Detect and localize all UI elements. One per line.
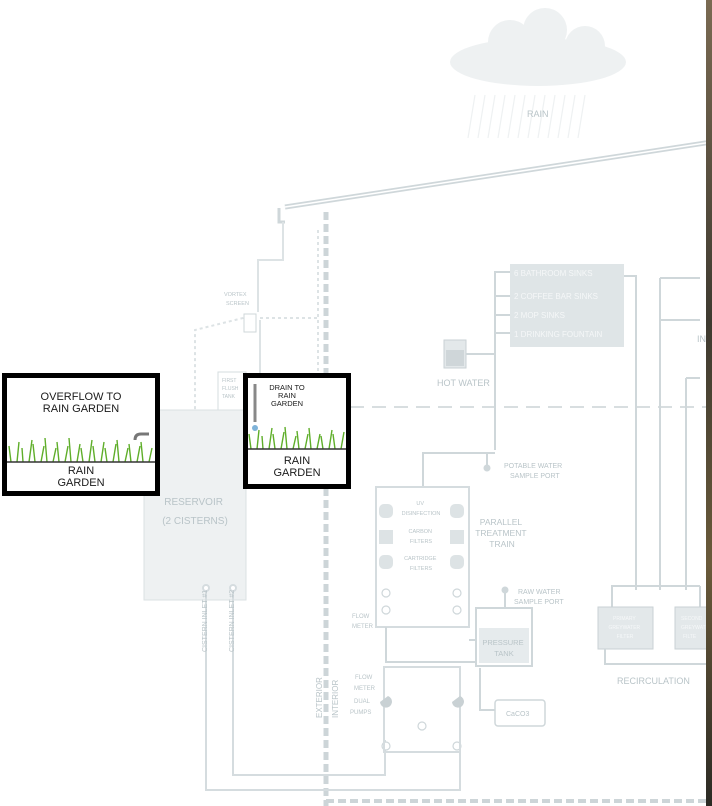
- fixture-pipes: [466, 271, 701, 612]
- parallel-train-label: PARALLEL TREATMENT TRAIN: [475, 517, 529, 549]
- drain-caption: RAIN GARDEN: [248, 455, 346, 479]
- pressure-tank-label: PRESSURE TANK: [482, 638, 525, 658]
- carbon-filters-label: CARBON FILTERS: [408, 529, 433, 545]
- cloud-icon: [450, 8, 626, 86]
- reservoir-label: RESERVOIR (2 CISTERNS): [162, 497, 228, 527]
- recirculation-label: RECIRCULATION: [617, 676, 690, 686]
- drain-callout: DRAIN TO RAIN GARDEN RAIN GARDEN: [243, 373, 351, 489]
- raw-port-pipes: [385, 586, 509, 711]
- uv-disinfection-label: UV DISINFECTION: [402, 501, 441, 517]
- dual-pumps-label: FLOW METER DUAL PUMPS: [350, 675, 377, 716]
- photo-edge: [706, 0, 712, 806]
- drain-caption-line2: GARDEN: [273, 466, 321, 479]
- raw-port-label: RAW WATER SAMPLE PORT: [514, 589, 564, 606]
- roof: [277, 139, 712, 224]
- cartridge-filters-label: CARTRIDGE FILTERS: [404, 556, 438, 572]
- valve-icons: [381, 588, 462, 751]
- rain-label: RAIN: [527, 109, 549, 119]
- caco3-label: CaCO3: [506, 711, 529, 718]
- overflow-caption-line2: GARDEN: [57, 476, 105, 489]
- rain-streaks: [467, 94, 586, 139]
- drain-title-line3: GARDEN: [270, 398, 304, 408]
- flow-meter-label: FLOW METER: [352, 614, 374, 630]
- cistern-inlet-2-label: CISTERN INLET #2: [229, 590, 236, 652]
- caco3-box: [494, 699, 546, 727]
- vortex-screen-label: VORTEX SCREEN: [224, 292, 249, 307]
- cistern-inlet-pipes: [202, 584, 461, 791]
- secondary-greywater-filter: [674, 606, 712, 650]
- primary-filter-label: PRIMARY GREYWATER FILTER: [608, 616, 641, 640]
- partial-label: IN: [697, 334, 706, 344]
- first-flush-label: FIRST FLUSH TANK: [222, 378, 240, 400]
- grass-icon: [248, 426, 346, 450]
- exterior-label: EXTERIOR: [315, 677, 324, 718]
- drain-title-line1: DRAIN TO: [269, 383, 305, 392]
- pressure-tank-fill: [479, 628, 529, 663]
- cistern-inlet-1-label: CISTERN INLET #1: [202, 590, 209, 652]
- drain-title: DRAIN TO RAIN GARDEN: [258, 384, 316, 408]
- interior-label: INTERIOR: [331, 680, 340, 718]
- drain-caption-line1: RAIN: [283, 455, 311, 467]
- overflow-title-line1: OVERFLOW TO: [40, 391, 122, 403]
- vortex-screen: [243, 313, 257, 333]
- grass-icon: [7, 432, 155, 463]
- secondary-filter-label: SECOND GREYWAT FILTE: [681, 616, 707, 640]
- overflow-title: OVERFLOW TO RAIN GARDEN: [7, 391, 155, 415]
- recirculation-pipe: [604, 649, 712, 665]
- hot-water-fill: [446, 350, 464, 366]
- overflow-caption: RAIN GARDEN: [7, 465, 155, 489]
- reservoir-tank: [143, 409, 247, 601]
- primary-greywater-filter: [597, 606, 654, 650]
- overflow-callout: OVERFLOW TO RAIN GARDEN RAIN GARDEN: [2, 373, 160, 496]
- overflow-caption-line1: RAIN: [67, 465, 95, 477]
- potable-pipes: [422, 452, 495, 487]
- fixtures-box: [510, 264, 624, 347]
- fixtures-list: 6 BATHROOM SINKS 2 COFFEE BAR SINKS 2 MO…: [514, 269, 603, 339]
- treatment-train-frame: [375, 486, 470, 628]
- pump-frame: [383, 666, 461, 753]
- potable-port-label: POTABLE WATER SAMPLE PORT: [504, 463, 564, 480]
- drain-pipe-icon: [252, 384, 258, 431]
- overflow-title-line2: RAIN GARDEN: [42, 402, 120, 415]
- treatment-components: [379, 504, 464, 569]
- drain-title-line2: RAIN: [278, 390, 296, 400]
- hot-water-label: HOT WATER: [437, 378, 490, 388]
- pump-icons: [380, 696, 464, 708]
